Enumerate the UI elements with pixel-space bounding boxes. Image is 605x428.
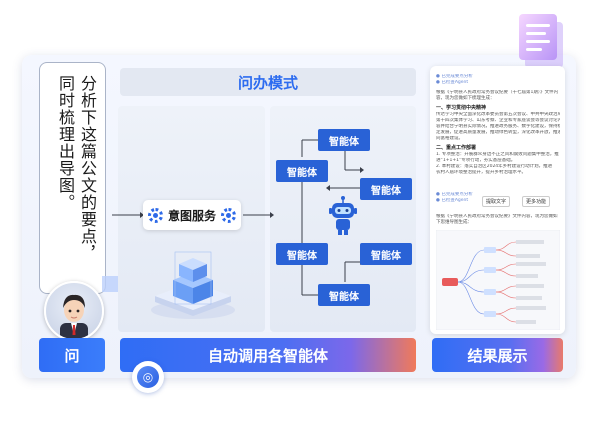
question-text-line-1: 分析下这篇公文的要点，: [78, 75, 97, 262]
intent-service-label: 意图服务: [167, 208, 216, 223]
mindmap-preview: [436, 230, 560, 330]
result-intro: 根据《宁明县人民政府常务会议纪要（十七届第1期）》文件内容，现为您做如下梳理生成…: [436, 90, 559, 101]
section-1-line: 容并结合宁明县实际情况，推进政务服务、数字化建设，保持稳: [436, 124, 560, 129]
globe-icon: ◎: [137, 366, 159, 388]
section-2-line: 进“1+1+1”专项行动，夯实基层基础。: [436, 158, 516, 163]
section-1-line: 传达学习中央全面深化改革委员会第五次会议、中共中央政治局: [436, 112, 560, 117]
auto-call-agents-button[interactable]: 自动调用各智能体: [120, 338, 416, 372]
intent-service-card: 意图服务: [143, 200, 241, 230]
section-1-line: 定发展，促进高质量发展，推动绿色转型，深化改革开放，推进共: [436, 130, 560, 135]
section-2-line: 农村人居环境整治提升，提升乡村治理水平。: [436, 170, 526, 175]
question-bubble: 分析下这篇公文的要点， 同时梳理出导图。: [39, 62, 106, 294]
document-icon: [519, 14, 563, 68]
agent-node-3: 智能体: [360, 178, 412, 200]
agent-node-1: 智能体: [318, 129, 370, 151]
agent-node-6: 智能体: [318, 284, 370, 306]
more-functions-chip[interactable]: 更多功能: [522, 196, 551, 207]
agent-node-5: 智能体: [360, 243, 412, 265]
mindmap-status-2: ● 已检查Agent: [436, 198, 469, 203]
globe-button[interactable]: ◎: [132, 361, 164, 393]
section-2-line: 1. 专项整治：开展群众身边不正之风和腐败问题集中整治，推: [436, 152, 559, 157]
mindmap-intro: 根据《宁明县人民政府常务会议纪要》文件内容，现为您做如下思维导图生成：: [436, 214, 558, 225]
show-results-button[interactable]: 结果展示: [432, 338, 563, 372]
result-preview: ● 已完成要点分析 ● 已检查Agent 根据《宁明县人民政府常务会议纪要（十七…: [430, 66, 565, 334]
agent-node-4: 智能体: [276, 243, 328, 265]
question-text-line-2: 同时梳理出导图。: [56, 75, 75, 211]
mode-title: 问办模式: [120, 68, 416, 96]
section-2-head: 二、重点工作部署: [436, 145, 477, 151]
robot-icon: [329, 196, 357, 235]
extract-text-chip[interactable]: 提取文字: [482, 196, 511, 207]
section-1-line: 同富裕建设。: [436, 136, 463, 141]
result-status-2: ● 已检查Agent: [436, 80, 469, 85]
result-status-1: ● 已完成要点分析: [436, 74, 473, 79]
gear-icon: [148, 207, 163, 223]
section-1-head: 一、学习贯彻中央精神: [436, 105, 487, 111]
gear-icon: [220, 207, 236, 223]
section-1-line: 第十四次集体学习、山东考察、企业和专家座谈会等会议讨论内: [436, 118, 560, 123]
data-cube-illustration: [151, 251, 235, 319]
agent-node-2: 智能体: [276, 160, 328, 182]
mindmap-status-1: ● 已完成要点分析: [436, 192, 473, 197]
ask-button[interactable]: 问: [39, 338, 105, 372]
section-2-line: 2. 本村建设：落实自治区2024年乡村建设行动计划，推进: [436, 164, 553, 169]
